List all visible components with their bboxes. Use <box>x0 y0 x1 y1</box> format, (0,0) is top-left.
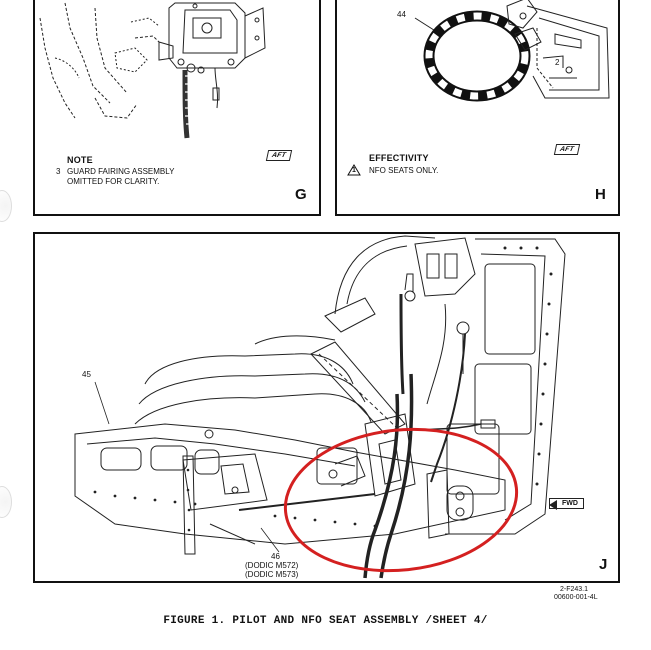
panel-letter-h: H <box>595 186 606 203</box>
callout-46-dodic-2: (DODIC M573) <box>245 570 299 579</box>
note-text: GUARD FAIRING ASSEMBLY OMITTED FOR CLARI… <box>67 167 175 186</box>
effectivity-warning-icon <box>347 164 361 176</box>
illustration-g <box>39 2 266 139</box>
fwd-direction-badge: FWD <box>549 498 584 510</box>
callout-46-dodic-1: (DODIC M572) <box>245 561 299 570</box>
punch-hole <box>0 190 12 222</box>
detail-panel-g: NOTE 3 GUARD FAIRING ASSEMBLY OMITTED FO… <box>33 0 321 216</box>
note-title: NOTE <box>67 155 93 165</box>
callout-2: 2 <box>555 58 560 67</box>
aft-direction-badge: AFT <box>265 150 292 161</box>
detail-panel-h: 44 2 1 EFFECTIVITY NFO SEATS ONLY. AFT H <box>335 0 620 216</box>
note-number: 3 <box>56 167 61 176</box>
panel-letter-j: J <box>599 556 608 573</box>
detail-panel-j: 45 46 (DODIC M572) (DODIC M573) FWD J <box>33 232 620 583</box>
effectivity-text: NFO SEATS ONLY. <box>369 166 439 175</box>
figure-caption: FIGURE 1. PILOT AND NFO SEAT ASSEMBLY /S… <box>163 615 488 627</box>
figure-reference-code-2: 00600-001-4L <box>554 594 598 601</box>
effectivity-title: EFFECTIVITY <box>369 153 429 163</box>
callout-45: 45 <box>82 370 91 379</box>
figure-reference-code-1: 2-F243.1 <box>560 586 589 593</box>
callout-46: 46 <box>271 552 280 561</box>
effectivity-number: 1 <box>352 167 356 174</box>
aft-direction-badge: AFT <box>553 144 580 155</box>
punch-hole <box>0 486 12 518</box>
callout-44: 44 <box>397 10 406 19</box>
highlight-ring <box>283 427 519 573</box>
illustration-h <box>414 0 610 102</box>
illustration-j <box>74 235 566 579</box>
panel-letter-g: G <box>295 186 307 203</box>
